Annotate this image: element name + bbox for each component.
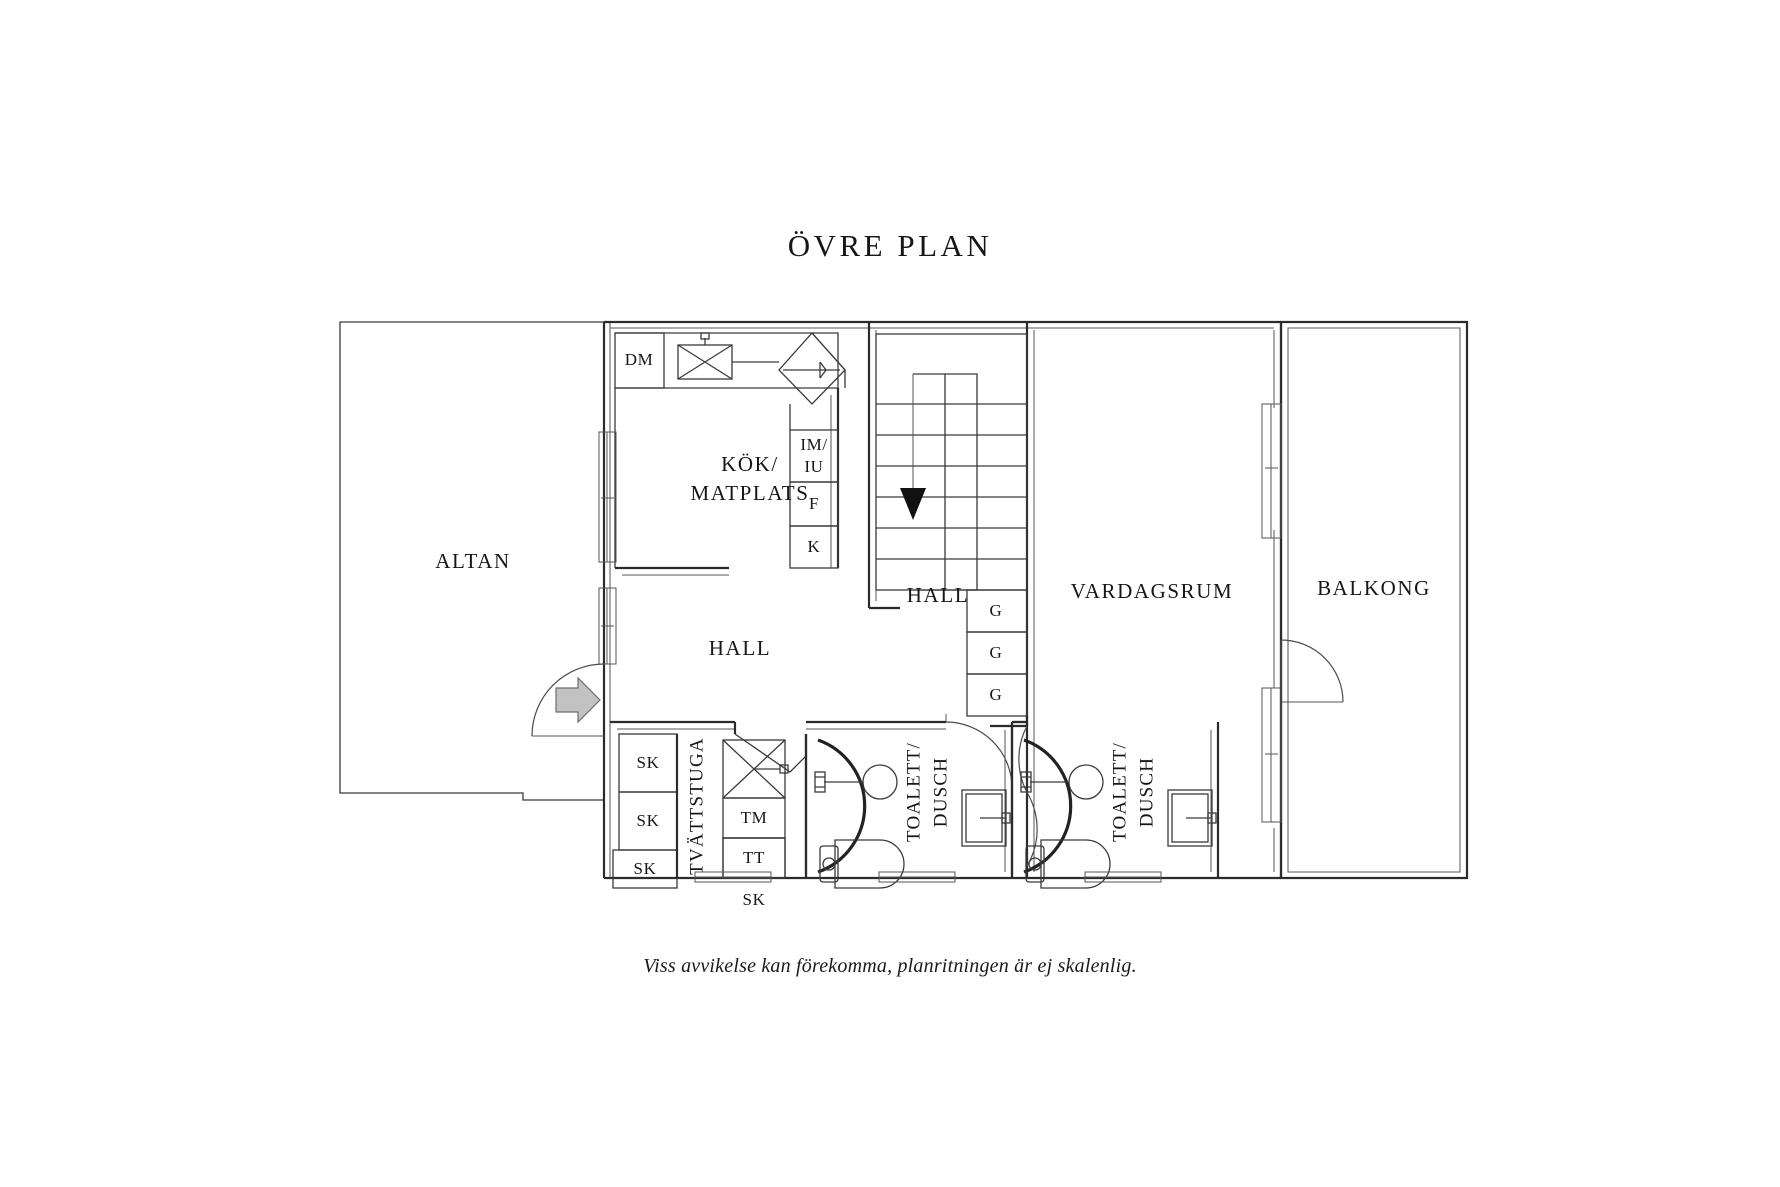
washbasin-icon-2	[1020, 764, 1104, 800]
appliance-k-box	[789, 525, 839, 569]
staircase	[875, 333, 1028, 591]
closet-label-sk-laundry: SK	[743, 890, 766, 909]
hall-partitions	[990, 716, 1038, 867]
balkong-outline-inner	[1287, 327, 1461, 873]
washbasin-icon-1	[814, 764, 898, 800]
toilet-icon-2	[1025, 839, 1111, 889]
room-label-toalett-1-line2: DUSCH	[930, 757, 951, 827]
closet-sk-laundry	[722, 837, 786, 879]
page-title: ÖVRE PLAN	[787, 228, 993, 263]
appliance-label-k: K	[808, 537, 821, 556]
balkong-outline	[1279, 320, 1469, 880]
door-bath-2-bottom	[1084, 871, 1162, 883]
appliance-label-im-iu-line2: IU	[804, 457, 823, 476]
building-envelope	[602, 320, 1281, 880]
appliance-label-tt: TT	[743, 848, 765, 867]
window-kitchen-left	[598, 431, 617, 563]
closet-label-sk-3: SK	[634, 859, 657, 878]
hall-upper-structure	[867, 322, 900, 610]
appliance-label-dm: DM	[625, 350, 654, 369]
room-toalett-dusch-1	[804, 734, 1011, 889]
stair-down-arrow-icon	[900, 374, 926, 520]
kitchen-counter-top	[615, 332, 839, 389]
room-label-altan: ALTAN	[435, 549, 511, 573]
window-vardagsrum-upper	[1261, 403, 1282, 539]
closets-garderob	[966, 589, 1028, 717]
closet-g-3	[966, 673, 1028, 717]
appliance-label-f: F	[809, 494, 819, 513]
closet-label-g-1: G	[990, 601, 1003, 620]
closet-label-g-2: G	[990, 643, 1003, 662]
room-balkong	[1279, 320, 1469, 880]
appliance-dm-box	[614, 332, 665, 389]
door-balkong	[1280, 639, 1344, 703]
room-label-toalett-1-line1: TOALETT/	[903, 742, 924, 842]
window-hall-left	[598, 587, 617, 665]
room-tvattstuga	[675, 734, 808, 883]
entry-door	[531, 663, 605, 737]
door-tvattstuga	[694, 871, 772, 883]
appliance-column	[789, 404, 839, 569]
shower-icon-2	[1023, 738, 1073, 874]
hall-lower-structure	[610, 714, 1014, 878]
toilet-icon-1	[819, 839, 905, 889]
room-label-kok-line2: MATPLATS	[691, 481, 810, 505]
door-bath-1-bottom	[878, 871, 956, 883]
kitchen-sink-icon	[677, 332, 733, 380]
shower-icon-1	[817, 738, 867, 874]
room-label-hall-upper: HALL	[907, 583, 969, 607]
door-bath-1	[945, 714, 1013, 789]
cabinet-icon-2	[1167, 789, 1217, 847]
room-label-kok-line1: KÖK/	[721, 452, 779, 476]
closet-label-sk-2: SK	[637, 811, 660, 830]
corner-sink-icon	[778, 332, 846, 405]
room-label-balkong: BALKONG	[1317, 576, 1431, 600]
cabinet-icon-1	[961, 789, 1011, 847]
window-vardagsrum-lower	[1261, 687, 1282, 823]
room-label-vardagsrum: VARDAGSRUM	[1071, 579, 1234, 603]
room-label-toalett-2-line2: DUSCH	[1136, 757, 1157, 827]
closet-label-sk-1: SK	[637, 753, 660, 772]
closet-label-g-3: G	[990, 685, 1003, 704]
stair-outline	[875, 333, 1028, 591]
disclaimer-caption: Viss avvikelse kan förekomma, planritnin…	[643, 955, 1137, 977]
appliance-label-im-iu-line1: IM/	[800, 435, 827, 454]
room-label-toalett-2-line1: TOALETT/	[1109, 742, 1130, 842]
room-label-hall-lower: HALL	[709, 636, 771, 660]
appliance-label-tm: TM	[741, 808, 768, 827]
room-toalett-dusch-2	[1010, 720, 1220, 889]
room-label-tvattstuga: TVÄTTSTUGA	[686, 737, 707, 875]
kitchen-corner-angle	[811, 332, 846, 388]
entry-arrow-icon	[555, 676, 601, 724]
